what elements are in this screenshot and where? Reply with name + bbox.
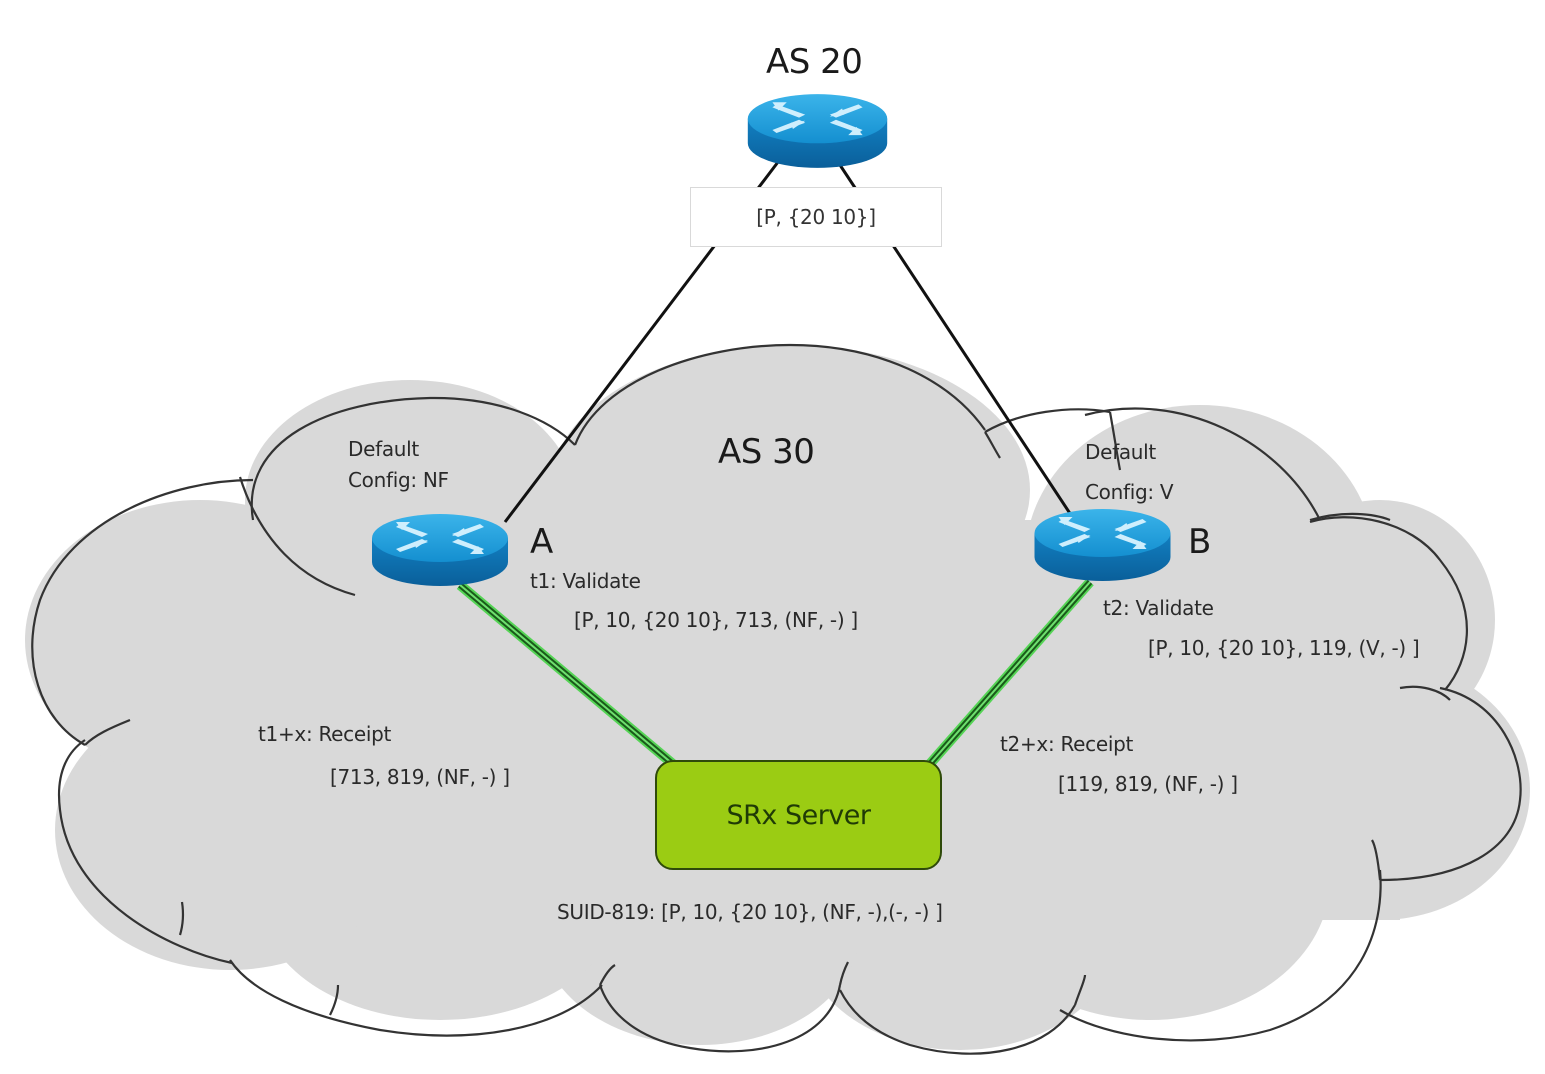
router-b-validate-label: t2: Validate — [1103, 596, 1214, 620]
router-a-receipt-message: [713, 819, (NF, -) ] — [330, 765, 510, 789]
srx-suid-entry: SUID-819: [P, 10, {20 10}, (NF, -),(-, -… — [557, 900, 943, 924]
srx-server-box: SRx Server — [655, 760, 942, 870]
router-a-name: A — [530, 522, 554, 562]
link-b-to-srx — [924, 578, 1094, 770]
router-b-receipt-message: [119, 819, (NF, -) ] — [1058, 772, 1238, 796]
as20-announcement-box: [P, {20 10}] — [690, 187, 942, 247]
as20-title: AS 20 — [766, 42, 863, 82]
router-b-name: B — [1188, 522, 1212, 562]
router-as20-icon — [747, 94, 888, 168]
router-b-receipt-label: t2+x: Receipt — [1000, 732, 1134, 756]
router-a-default-config-line1: Default — [348, 437, 419, 461]
srx-server-label: SRx Server — [726, 799, 871, 831]
as30-title: AS 30 — [718, 432, 815, 472]
router-b-validate-message: [P, 10, {20 10}, 119, (V, -) ] — [1148, 636, 1420, 660]
link-a-to-srx — [456, 581, 684, 774]
router-b-default-config-line2: Config: V — [1085, 480, 1174, 504]
router-a-receipt-label: t1+x: Receipt — [258, 722, 392, 746]
router-b-icon — [1034, 509, 1171, 581]
router-a-validate-message: [P, 10, {20 10}, 713, (NF, -) ] — [574, 608, 858, 632]
router-a-icon — [372, 514, 508, 586]
router-a-validate-label: t1: Validate — [530, 569, 641, 593]
router-a-default-config-line2: Config: NF — [348, 468, 449, 492]
as20-announcement: [P, {20 10}] — [756, 205, 876, 229]
router-b-default-config-line1: Default — [1085, 440, 1156, 464]
